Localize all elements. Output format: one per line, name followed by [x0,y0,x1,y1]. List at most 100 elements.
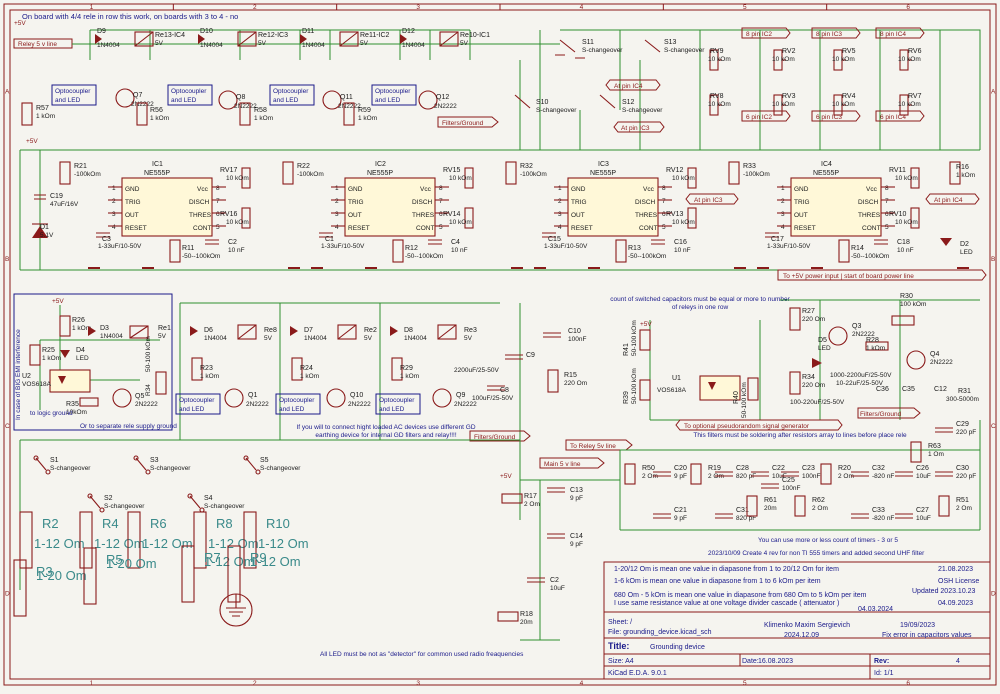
ref-RV3: RV3 [782,93,796,100]
ref-S11: S11 [582,39,594,46]
ref-D8: D8 [404,327,413,334]
plus5v-pseudo: +5V [640,321,652,328]
row-marker-right: A [991,89,996,96]
col-marker-bottom: 5 [743,680,747,687]
ref-D12: D12 [402,28,415,35]
ref-C36: C36 [876,386,889,393]
val-R35: 10kOm [66,409,87,416]
val-R20: 2 Om [838,473,854,480]
resistor-R6 [127,511,141,569]
val-R3: 1-20 Om [36,568,87,583]
ac-note-box: If you will to connect hight loaded AC d… [296,424,475,439]
val-C15: 1-33uF/10-50V [544,243,588,250]
pin-IC1-CONT: CONT [193,225,211,232]
diode-D10 [198,34,205,44]
resistor-R63 [910,441,922,463]
ref-D5: D5 [818,337,827,344]
ref-R25: R25 [42,347,55,354]
row-marker-left: A [5,89,10,96]
val-Re3: 5V [464,335,473,342]
val-D3: 1N4004 [100,333,123,340]
val-RV14: 10 kOm [449,219,472,226]
capacitor-C13 [547,487,565,493]
led-D2 [940,238,952,246]
ref-Q11: Q11 [340,94,353,101]
pin-IC4-GND: GND [794,186,809,193]
switch-S1 [35,457,47,471]
tb-rev: 4 [956,658,960,665]
val-R30: 100 kOm [900,301,926,308]
col-marker-top: 2 [253,4,257,11]
val-R13: -50--100kOm [628,253,666,260]
ref-C2: C2 [550,577,559,584]
val-Q5: 2N2222 [135,401,158,408]
val-R26: 1 kOm [72,325,91,332]
pot-RV15 [464,167,474,189]
capacitor-C33 [851,513,869,519]
pin-IC1-TRIG: TRIG [125,199,141,206]
at-pin-ic3-b: At pin IC3 [694,197,723,204]
ref-RV11: RV11 [889,167,906,174]
timer-IC3 [567,177,659,237]
ref-D7: D7 [304,327,313,334]
resistor-R40 [747,377,759,401]
col-marker-bottom: 1 [90,680,94,687]
val-R59: 1 kOm [358,115,377,122]
val-D1: 5.1V [40,232,54,239]
part-IC4: NE555P [813,170,839,177]
relay-Re13-IC4 [134,31,154,47]
val-C3: 1-33uF/10-50V [98,243,142,250]
val-C32: -820 nF [872,473,894,480]
ref-C17: C17 [771,236,784,243]
col-marker-top: 1 [90,4,94,11]
pinnum: 1 [335,185,339,192]
val-C2: 10 nF [228,247,245,254]
ref-D1: D1 [40,224,49,231]
pinnum: 3 [112,211,116,218]
ref-IC4: IC4 [821,161,832,168]
diode-D7 [290,326,298,336]
resistor-R58 [239,102,251,126]
val-RV13: 10 kOm [672,219,695,226]
resistor-R61 [746,495,758,517]
ref-D6: D6 [204,327,213,334]
ref-Q4: Q4 [930,351,939,358]
val-Re1: 5V [158,333,167,340]
val-C9: 2200uF/25-50V [454,367,499,374]
pin-IC2-RESET: RESET [348,225,370,232]
pinnum: 4 [335,224,339,231]
ref-R34: R34 [802,374,815,381]
pin-IC4-TRIG: TRIG [794,199,810,206]
val-R62: 2 Om [812,505,828,512]
opto-label: Optocoupler [179,397,215,404]
ref-S10: S10 [536,99,549,106]
val-C28: 820 pF [736,473,756,480]
val-Re8: 5V [264,335,273,342]
ref-R17: R17 [524,493,537,500]
relay-Re2 [337,324,357,340]
pinnum: 8 [885,185,889,192]
ref-C2: C2 [228,239,237,246]
pinnum: 8 [439,185,443,192]
pinnum: 6 [885,211,889,218]
val-R6: 1-12 Om [142,536,193,551]
col-marker-bottom: 4 [580,680,584,687]
ref-RV6: RV6 [908,48,922,55]
pin-IC2-Vcc: Vcc [420,186,432,193]
ref-C20: C20 [674,465,687,472]
val-C26: 10uF [916,473,931,480]
val-C18: 10 nF [897,247,914,254]
tb-file: File: grounding_device.kicad_sch [608,629,712,636]
val-RV16: 10 kOm [226,219,249,226]
pin-IC4-Vcc: Vcc [866,186,878,193]
switch-and-pot-block: S11 S-changeover S13 S-changeover S10 S-… [514,27,981,150]
opto-label: and LED [375,97,401,104]
ref-R34b: R34 [145,384,152,396]
val-C37: 1000-2200uF/25-50V [830,372,892,379]
val-C10: 100nF [568,336,586,343]
filters-ground-mid: Filters/Ground [474,434,516,441]
pin-tag-pin8_ic2: 8 pin IC2 [746,31,772,38]
resistor-R25 [29,344,41,366]
val-C13: 9 pF [570,495,583,502]
resistor-R33 [728,161,740,185]
